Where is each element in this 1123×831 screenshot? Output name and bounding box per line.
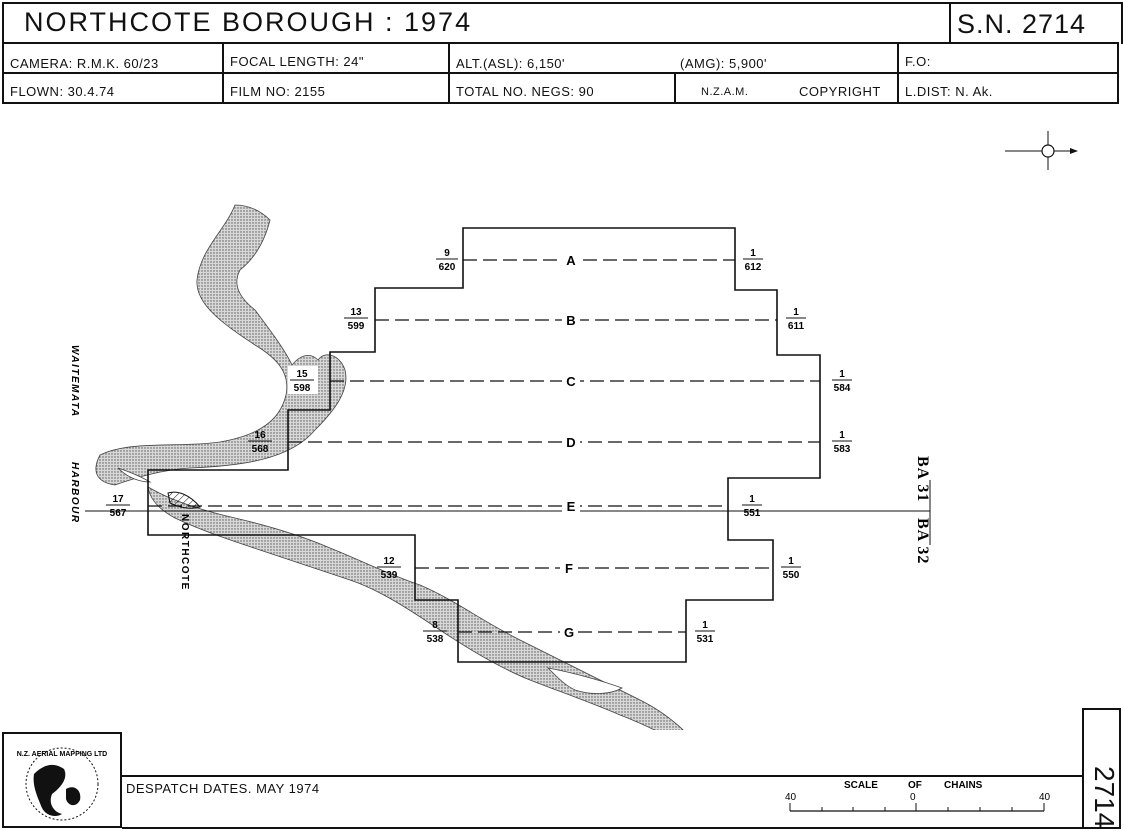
logo-text: N.Z. AERIAL MAPPING LTD bbox=[17, 751, 107, 758]
total-negs: TOTAL NO. NEGS: 90 bbox=[456, 84, 595, 99]
run-b-left-bot: 599 bbox=[348, 321, 365, 332]
run-g-right-bot: 531 bbox=[697, 634, 714, 645]
scale-mid-value: 0 bbox=[910, 792, 916, 803]
copyright-label: COPYRIGHT bbox=[799, 84, 881, 99]
run-b-left-top: 13 bbox=[350, 307, 362, 318]
run-letter-d: D bbox=[566, 435, 575, 450]
run-a-right-top: 1 bbox=[750, 248, 756, 259]
run-d-left-bot: 568 bbox=[252, 444, 269, 455]
run-letter-c: C bbox=[566, 374, 576, 389]
run-e-left-bot: 567 bbox=[110, 508, 127, 519]
land-district: L.DIST: N. Ak. bbox=[905, 84, 993, 99]
run-f-right-bot: 550 bbox=[783, 570, 800, 581]
run-e-right-top: 1 bbox=[749, 494, 755, 505]
ba32-label: BA 32 bbox=[914, 518, 931, 564]
run-letter-e: E bbox=[567, 499, 576, 514]
fo-field: F.O: bbox=[905, 54, 931, 69]
despatch-dates: DESPATCH DATES. MAY 1974 bbox=[126, 781, 320, 796]
title-row: NORTHCOTE BOROUGH : 1974 S.N. 2714 bbox=[2, 2, 1123, 44]
scale-label: SCALE bbox=[844, 780, 878, 791]
altitude-amg: (AMG): 5,900' bbox=[680, 56, 768, 71]
northcote-label: NORTHCOTE bbox=[179, 514, 190, 591]
scale-chains-label: CHAINS bbox=[944, 780, 983, 791]
side-sheet-number: 2714 bbox=[1089, 766, 1120, 829]
run-a-left-bot: 620 bbox=[439, 262, 456, 273]
title-block: NORTHCOTE BOROUGH : 1974 S.N. 2714 CAMER… bbox=[0, 0, 1123, 108]
harbour-label: HARBOUR bbox=[69, 462, 80, 524]
run-letter-a: A bbox=[566, 253, 576, 268]
run-f-left-bot: 539 bbox=[381, 570, 398, 581]
upper-estuary-shading bbox=[95, 204, 347, 486]
scale-bar-graphic: SCALE OF CHAINS 40 0 40 bbox=[785, 780, 1051, 812]
altitude-asl: ALT.(ASL): 6,150' bbox=[456, 56, 566, 71]
film-number: FILM NO: 2155 bbox=[230, 84, 326, 99]
run-g-right-top: 1 bbox=[702, 620, 708, 631]
run-b-right-top: 1 bbox=[793, 307, 799, 318]
side-sheet-number-box: 2714 bbox=[1082, 708, 1121, 829]
run-g-left-bot: 538 bbox=[427, 634, 444, 645]
run-letter-f: F bbox=[565, 561, 573, 576]
flown-date: FLOWN: 30.4.74 bbox=[10, 84, 115, 99]
run-d-left-top: 16 bbox=[254, 430, 266, 441]
waitemata-label: WAITEMATA bbox=[69, 345, 80, 418]
run-d-right-bot: 583 bbox=[834, 444, 851, 455]
run-a-right-bot: 612 bbox=[745, 262, 762, 273]
despatch-row: DESPATCH DATES. MAY 1974 SCALE OF CHAINS… bbox=[122, 775, 1082, 829]
run-g-left-top: 8 bbox=[432, 620, 438, 631]
inlet bbox=[546, 667, 623, 694]
run-a-left-top: 9 bbox=[444, 248, 450, 259]
run-c-right-bot: 584 bbox=[834, 383, 851, 394]
scale-of-label: OF bbox=[908, 780, 922, 791]
scale-right-value: 40 bbox=[1039, 792, 1051, 803]
run-f-right-top: 1 bbox=[788, 556, 794, 567]
scale-left-value: 40 bbox=[785, 792, 797, 803]
run-letter-b: B bbox=[566, 313, 575, 328]
flight-plan-map: A B C D E F G 9 620 1 612 13 599 1 611 1… bbox=[69, 131, 1078, 730]
coverage-outline bbox=[147, 227, 821, 663]
footer: N.Z. AERIAL MAPPING LTD DESPATCH DATES. … bbox=[0, 708, 1123, 831]
lower-estuary-shading bbox=[147, 486, 684, 730]
ba31-label: BA 31 bbox=[914, 456, 931, 502]
run-e-right-bot: 551 bbox=[744, 508, 761, 519]
focal-length: FOCAL LENGTH: 24" bbox=[230, 54, 364, 69]
nz-aerial-mapping-logo-icon: N.Z. AERIAL MAPPING LTD bbox=[17, 747, 107, 821]
run-e-left-top: 17 bbox=[112, 494, 124, 505]
sheet-number: S.N. 2714 bbox=[949, 4, 1121, 44]
run-f-left-top: 12 bbox=[383, 556, 395, 567]
northcote-hatched-area bbox=[167, 491, 201, 509]
run-letter-g: G bbox=[564, 625, 574, 640]
company-logo: N.Z. AERIAL MAPPING LTD bbox=[2, 732, 122, 828]
run-d-right-top: 1 bbox=[839, 430, 845, 441]
nzam-label: N.Z.A.M. bbox=[701, 86, 749, 98]
run-b-right-bot: 611 bbox=[788, 321, 805, 332]
run-c-left-bot: 598 bbox=[294, 383, 311, 394]
north-arrow-icon bbox=[1005, 131, 1078, 170]
camera-info: CAMERA: R.M.K. 60/23 bbox=[10, 56, 159, 71]
scale-bar: SCALE OF CHAINS 40 0 40 bbox=[782, 777, 1062, 817]
map-title: NORTHCOTE BOROUGH : 1974 bbox=[24, 7, 473, 37]
run-c-left-top: 15 bbox=[296, 369, 308, 380]
info-grid: CAMERA: R.M.K. 60/23 FOCAL LENGTH: 24" A… bbox=[2, 42, 1119, 104]
run-c-right-top: 1 bbox=[839, 369, 845, 380]
